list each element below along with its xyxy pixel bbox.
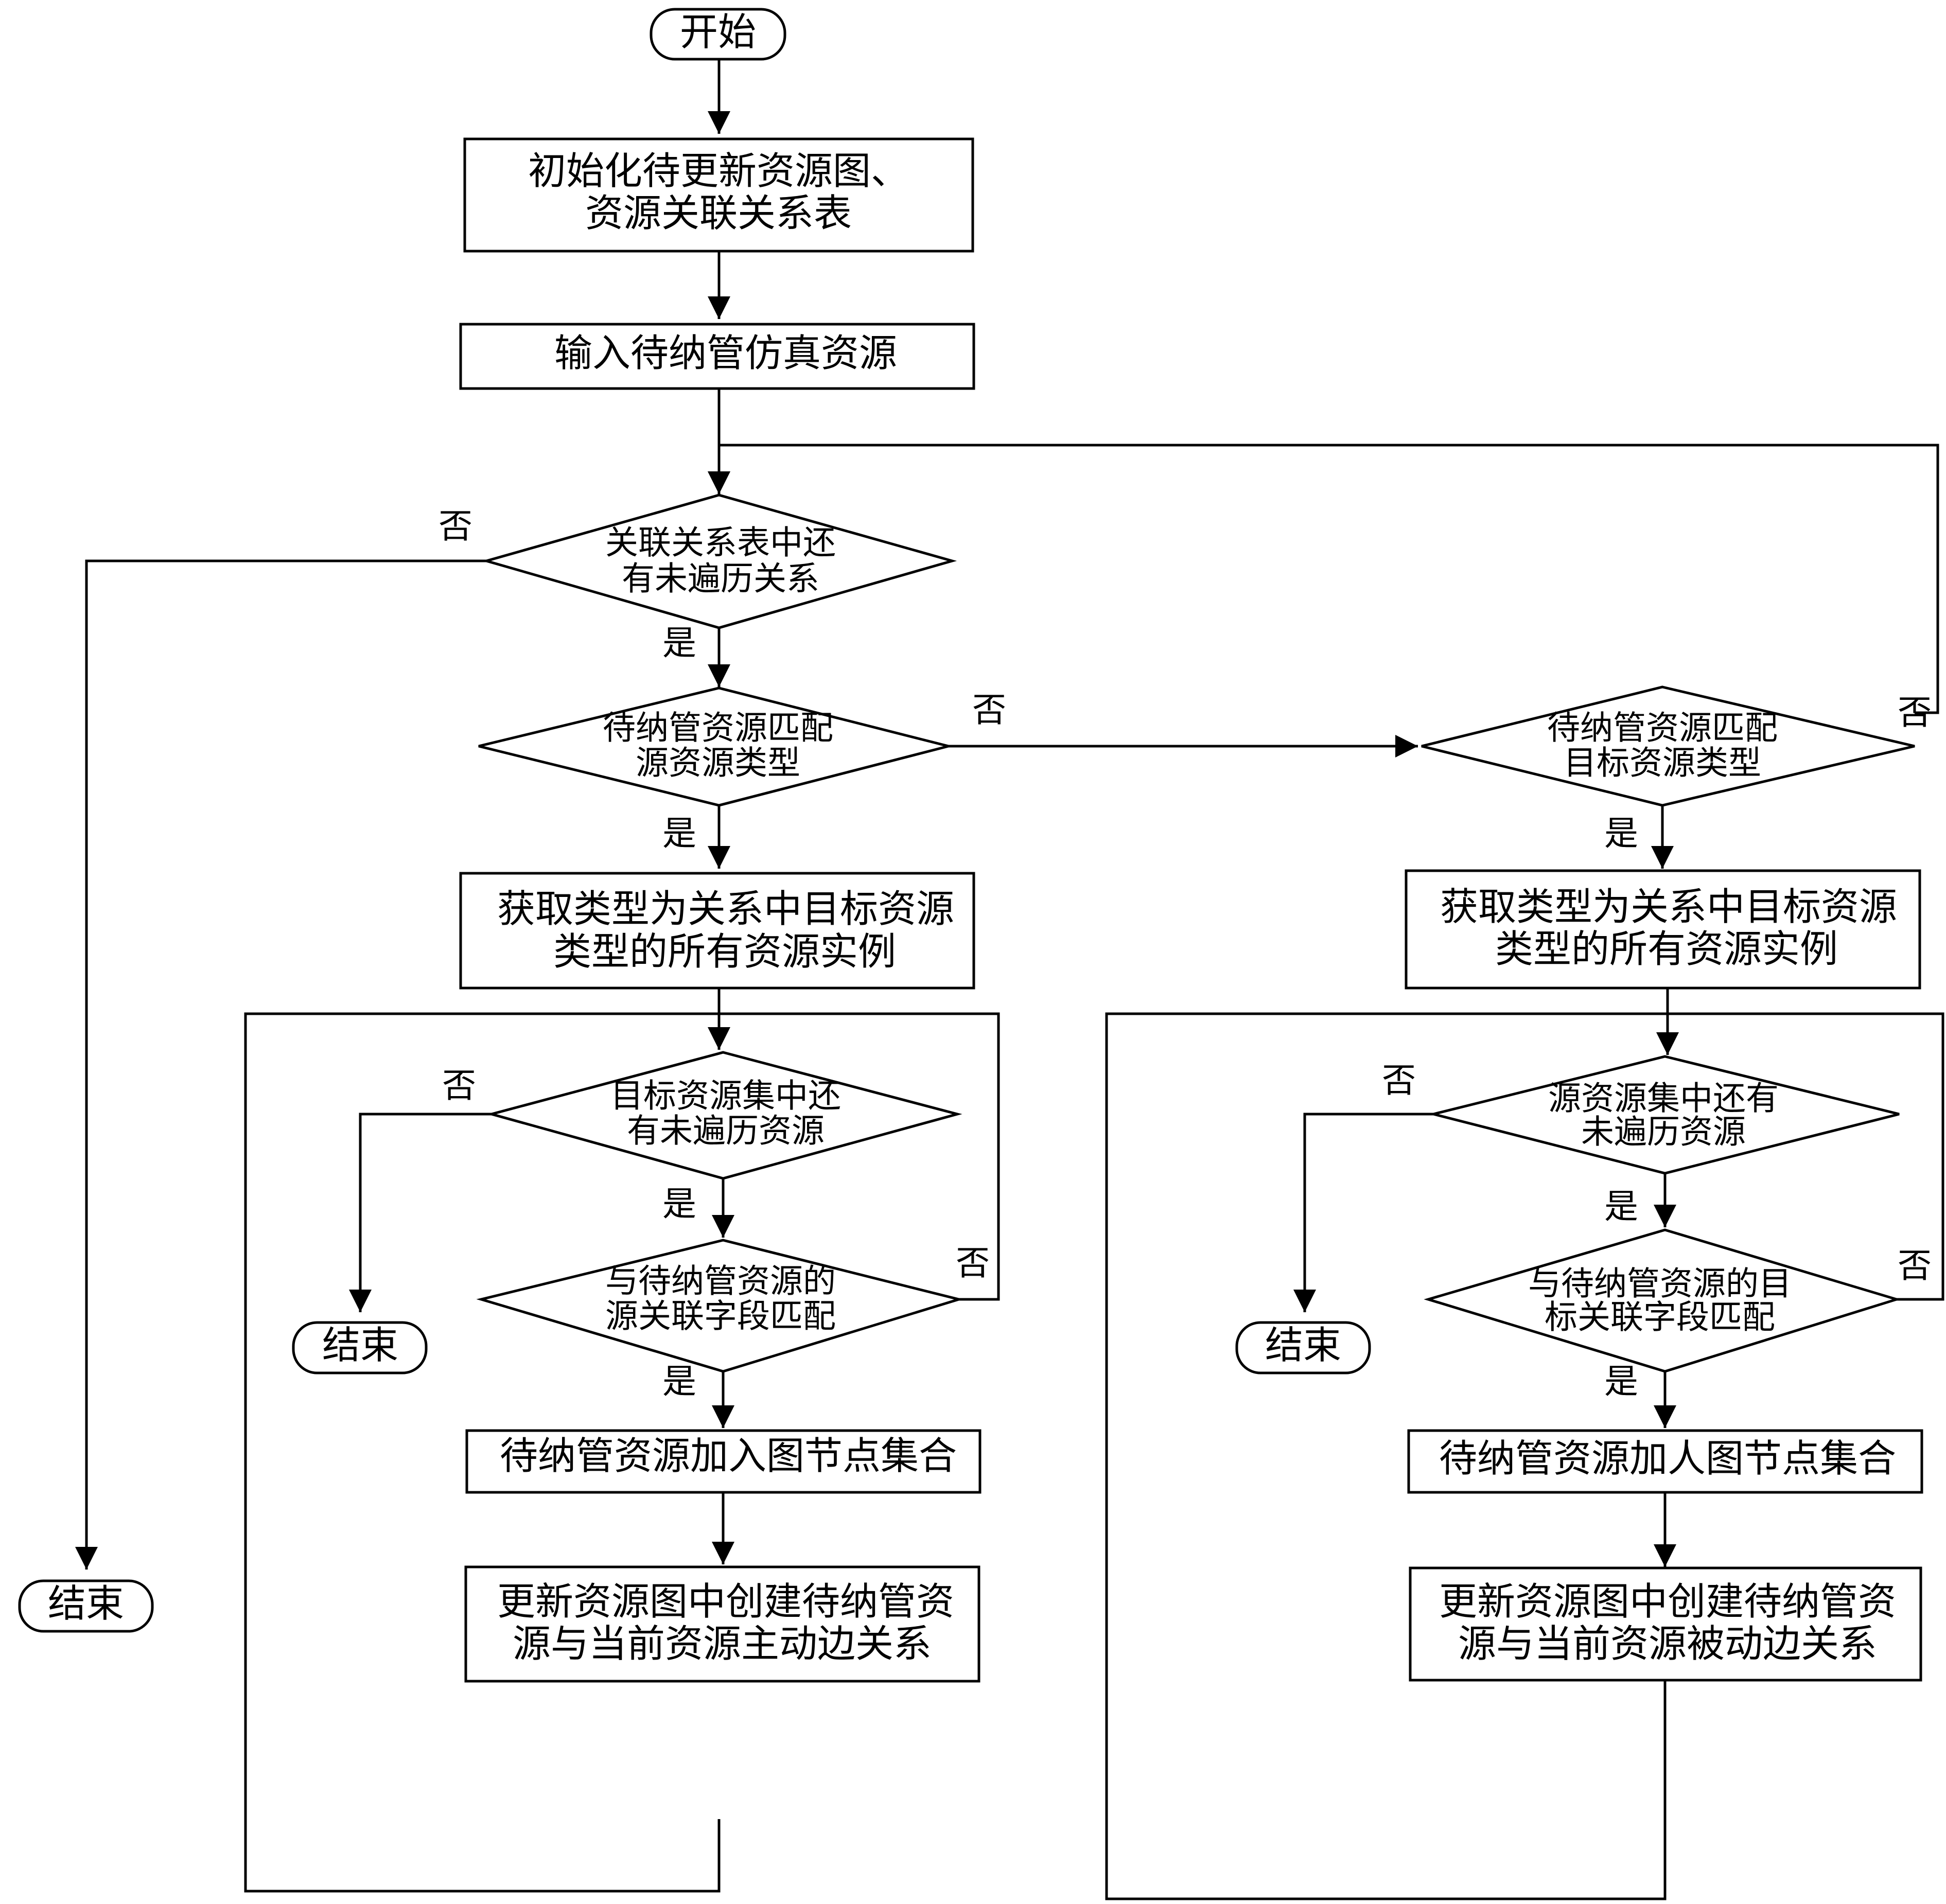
match-source-type-line1: 待纳管资源匹配 — [603, 710, 833, 748]
end-terminal-left: 结束 — [292, 1321, 428, 1374]
match-source-type-line2: 源资源类型 — [636, 745, 800, 783]
get-instances-right-line2: 类型的所有资源实例 — [1495, 927, 1838, 971]
label-yes-target-type: 是 — [1604, 814, 1638, 853]
label-no-relations: 否 — [439, 506, 472, 546]
connector-check-no-end — [75, 559, 486, 1570]
get-instances-left-line2: 类型的所有资源实例 — [553, 929, 896, 974]
end-terminal-main: 结束 — [18, 1579, 154, 1633]
check-target-set-decision: 目标资源集中还 有未遍历资源 — [486, 1051, 962, 1180]
end-terminal-right: 结束 — [1235, 1321, 1371, 1374]
init-label-line1: 初始化待更新资源图、 — [528, 149, 909, 193]
check-relations-line2: 有未遍历关系 — [622, 560, 819, 598]
label-no-target-type: 否 — [1898, 693, 1932, 732]
check-relations-decision: 关联关系表中还 有未遍历关系 — [481, 493, 957, 629]
input-process: 输入待纳管仿真资源 — [459, 323, 975, 390]
label-no-source-set: 否 — [1382, 1061, 1416, 1100]
match-source-field-line2: 源关联字段匹配 — [605, 1298, 836, 1336]
match-source-field-decision: 与待纳管资源的 源关联字段匹配 — [476, 1239, 964, 1373]
check-target-set-line1: 目标资源集中还 — [610, 1078, 841, 1116]
label-yes-target-field: 是 — [1604, 1362, 1638, 1401]
match-target-type-line2: 目标资源类型 — [1564, 745, 1761, 783]
match-target-type-decision: 待纳管资源匹配 目标资源类型 — [1421, 685, 1915, 807]
label-yes-target-set: 是 — [662, 1184, 696, 1224]
create-active-edge-line2: 源与当前资源主动边关系 — [513, 1621, 932, 1666]
check-source-set-line2: 未遍历资源 — [1581, 1114, 1746, 1152]
label-no-target-field: 否 — [1898, 1246, 1932, 1285]
end-right-label: 结束 — [1265, 1323, 1341, 1367]
connector-left-loop-back — [244, 1012, 1000, 1893]
init-label-line2: 资源关联关系表 — [585, 191, 852, 235]
add-node-right-label: 待纳管资源加人图节点集合 — [1439, 1436, 1896, 1480]
get-instances-right-process: 获取类型为关系中目标资源 类型的所有资源实例 — [1405, 869, 1921, 990]
check-source-set-line1: 源资源集中还有 — [1548, 1080, 1779, 1118]
match-target-field-decision: 与待纳管资源的目 标关联字段匹配 — [1424, 1228, 1901, 1373]
connector-right-loop-back — [1105, 1012, 1944, 1900]
get-instances-left-line1: 获取类型为关系中目标资源 — [497, 887, 954, 931]
connector-source-set-no-end — [1293, 1113, 1433, 1312]
get-instances-left-process: 获取类型为关系中目标资源 类型的所有资源实例 — [459, 872, 975, 990]
create-passive-edge-line2: 源与当前资源被动边关系 — [1458, 1621, 1877, 1666]
match-source-field-line1: 与待纳管资源的 — [605, 1263, 836, 1301]
get-instances-right-line1: 获取类型为关系中目标资源 — [1440, 885, 1897, 929]
start-terminal: 开始 — [650, 8, 786, 61]
add-node-right-process: 待纳管资源加人图节点集合 — [1407, 1429, 1923, 1494]
match-source-type-decision: 待纳管资源匹配 源资源类型 — [478, 686, 949, 807]
create-passive-edge-line1: 更新资源图中创建待纳管资 — [1439, 1579, 1896, 1624]
init-process: 初始化待更新资源图、 资源关联关系表 — [463, 137, 974, 253]
create-active-edge-line1: 更新资源图中创建待纳管资 — [497, 1579, 954, 1624]
label-no-source-field: 否 — [956, 1243, 990, 1283]
end-main-label: 结束 — [48, 1581, 124, 1626]
match-target-field-line2: 标关联字段匹配 — [1545, 1299, 1775, 1337]
check-target-set-line2: 有未遍历资源 — [627, 1113, 825, 1151]
label-yes-source-field: 是 — [662, 1362, 696, 1401]
label-yes-source-type: 是 — [662, 814, 696, 853]
check-source-set-decision: 源资源集中还有 未遍历资源 — [1433, 1055, 1900, 1175]
label-no-source-type: 否 — [972, 690, 1006, 730]
branch-labels: 否 是 否 是 否 是 否 是 否 是 否 是 否 是 — [439, 506, 1932, 1401]
check-relations-line1: 关联关系表中还 — [605, 524, 836, 562]
add-node-left-process: 待纳管资源加入图节点集合 — [465, 1429, 981, 1494]
connector-target-type-no-loop — [708, 444, 1939, 714]
end-left-label: 结束 — [322, 1323, 398, 1367]
match-target-field-line1: 与待纳管资源的目 — [1528, 1265, 1792, 1303]
label-yes-source-set: 是 — [1604, 1187, 1638, 1226]
create-passive-edge-process: 更新资源图中创建待纳管资 源与当前资源被动边关系 — [1409, 1566, 1922, 1682]
add-node-left-label: 待纳管资源加入图节点集合 — [500, 1434, 957, 1478]
create-active-edge-process: 更新资源图中创建待纳管资 源与当前资源主动边关系 — [464, 1565, 980, 1683]
input-label: 输入待纳管仿真资源 — [554, 331, 897, 375]
match-target-type-line1: 待纳管资源匹配 — [1547, 710, 1778, 748]
connectors — [75, 59, 1944, 1900]
label-yes-relations: 是 — [662, 623, 696, 663]
connector-target-set-no-end — [349, 1113, 492, 1312]
start-label: 开始 — [680, 10, 756, 54]
label-no-target-set: 否 — [442, 1066, 476, 1105]
